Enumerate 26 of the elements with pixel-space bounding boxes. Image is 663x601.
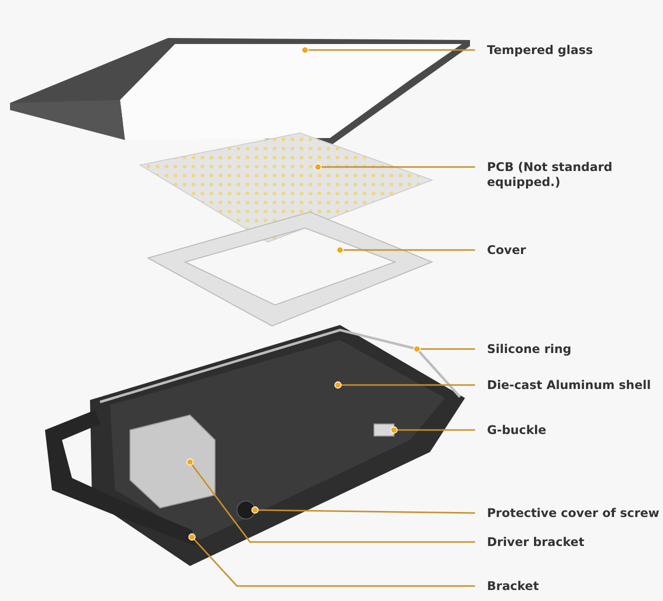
part-label: Cover [487, 243, 526, 258]
part-label: Silicone ring [487, 342, 572, 357]
leader-line [251, 506, 475, 514]
housing-shell-drawing [90, 325, 465, 566]
part-label: Protective cover of screw [487, 506, 660, 521]
screw-cover-circle [236, 500, 256, 520]
leader-line [336, 246, 475, 254]
driver-box-drawing [130, 414, 216, 509]
part-label: Driver bracket [487, 535, 584, 550]
part-label: Die-cast Aluminum shell [487, 378, 651, 393]
led-board-drawing [138, 132, 434, 243]
glass-panel-drawing [10, 38, 470, 146]
reflector-frame-drawing [146, 211, 434, 327]
leader-line [188, 533, 475, 587]
leader-line [314, 163, 475, 171]
part-label: G-buckle [487, 423, 546, 438]
buckle-clip-box [374, 424, 394, 436]
leader-line [413, 345, 475, 353]
part-label: PCB (Not standard equipped.) [487, 160, 655, 190]
leader-line [186, 458, 475, 543]
mounting-bracket-drawing [45, 410, 196, 546]
leader-line [390, 426, 475, 434]
part-label: Tempered glass [487, 43, 593, 58]
silicone-ring-drawing [100, 328, 461, 404]
part-label: Bracket [487, 579, 539, 594]
leader-line [334, 381, 475, 389]
